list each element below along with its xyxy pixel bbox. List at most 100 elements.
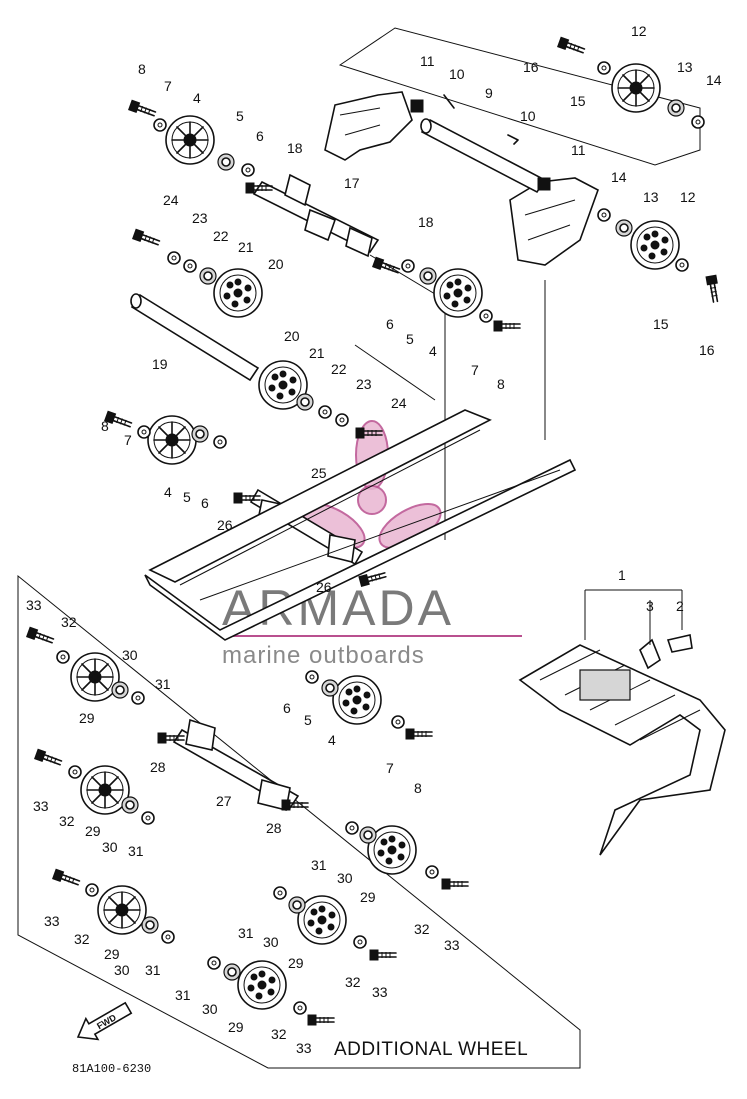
bolt-33-d bbox=[51, 868, 82, 889]
callout: 13 bbox=[643, 189, 659, 205]
callout: 13 bbox=[677, 59, 693, 75]
bearing-13-right bbox=[615, 219, 633, 237]
callout: 25 bbox=[311, 465, 327, 481]
wheel-4-top bbox=[165, 115, 215, 165]
callout: 33 bbox=[444, 937, 460, 953]
washer-7-mid bbox=[479, 309, 493, 323]
forward-arrow-icon: FWD bbox=[76, 1001, 133, 1041]
callout: 28 bbox=[150, 759, 166, 775]
washer-31-e bbox=[273, 886, 287, 900]
bolt-33-c bbox=[441, 878, 469, 890]
callout: 11 bbox=[571, 142, 586, 158]
washer-14-top bbox=[691, 115, 705, 129]
callout: 33 bbox=[26, 597, 42, 613]
clip-2 bbox=[666, 634, 693, 653]
bearing-30-d bbox=[141, 916, 159, 934]
wheel-29-a bbox=[70, 652, 120, 702]
callout: 32 bbox=[345, 974, 361, 990]
wheel-12-top bbox=[611, 63, 661, 113]
callout: 4 bbox=[164, 484, 172, 500]
callout: 29 bbox=[228, 1019, 244, 1035]
bolt-16-right bbox=[705, 274, 722, 304]
bearing-5-lower bbox=[321, 679, 339, 697]
callout: 4 bbox=[328, 732, 336, 748]
rear-axle-shaft bbox=[420, 118, 547, 194]
washer-14-right bbox=[597, 208, 611, 222]
callout: 6 bbox=[386, 316, 394, 332]
callout: 20 bbox=[268, 256, 284, 272]
bolt-16-top bbox=[556, 36, 587, 57]
bolt-33-b bbox=[33, 748, 64, 769]
rear-bracket-left bbox=[324, 91, 413, 161]
wheel-20-top bbox=[213, 268, 263, 318]
callout: 23 bbox=[356, 376, 372, 392]
callout: 19 bbox=[152, 356, 168, 372]
additional-wheel-label: ADDITIONAL WHEEL bbox=[334, 1039, 528, 1060]
pin-10b bbox=[507, 134, 519, 145]
washer-32-d bbox=[85, 883, 99, 897]
washer-6-front bbox=[213, 435, 227, 449]
washer-7-lower bbox=[391, 715, 405, 729]
track-leaders bbox=[584, 589, 683, 645]
watermark-brand: ARMADA bbox=[222, 580, 454, 636]
callout: 30 bbox=[122, 647, 138, 663]
clip-11b bbox=[537, 177, 551, 191]
callout: 23 bbox=[192, 210, 208, 226]
callout: 33 bbox=[44, 913, 60, 929]
callout: 18 bbox=[287, 140, 303, 156]
callout: 8 bbox=[138, 61, 146, 77]
callout: 32 bbox=[61, 614, 77, 630]
callout: 32 bbox=[271, 1026, 287, 1042]
callout: 26 bbox=[316, 579, 332, 595]
clip-3 bbox=[639, 638, 661, 670]
bearing-5-front bbox=[191, 425, 209, 443]
callout: 33 bbox=[372, 984, 388, 1000]
wheel-12-right bbox=[630, 220, 680, 270]
clip-11a bbox=[410, 99, 424, 113]
bolt-33-a bbox=[25, 626, 56, 647]
washer-6-mid bbox=[401, 259, 415, 273]
callout: 10 bbox=[449, 66, 465, 82]
callout-numbers: 8 7 4 5 6 18 11 10 9 10 11 16 15 12 13 1… bbox=[26, 23, 722, 1056]
callout: 32 bbox=[74, 931, 90, 947]
washer-32-b bbox=[68, 765, 82, 779]
callout: 33 bbox=[33, 798, 49, 814]
bolt-8-front bbox=[103, 410, 134, 431]
callout: 24 bbox=[163, 192, 179, 208]
bolt-8-top bbox=[127, 99, 158, 120]
bolt-33-e bbox=[369, 949, 397, 961]
callout: 29 bbox=[288, 955, 304, 971]
callout: 30 bbox=[102, 839, 118, 855]
callout: 31 bbox=[155, 676, 171, 692]
washer-15-right bbox=[675, 258, 689, 272]
callout: 27 bbox=[216, 793, 232, 809]
callout: 3 bbox=[646, 598, 654, 614]
callout: 33 bbox=[296, 1040, 312, 1056]
washer-6-lower bbox=[305, 670, 319, 684]
callout: 5 bbox=[236, 108, 244, 124]
washer-31-d bbox=[161, 930, 175, 944]
bearing-30-c bbox=[359, 826, 377, 844]
bearing-30-e bbox=[288, 896, 306, 914]
additional-wheel-outline bbox=[17, 574, 581, 1069]
callout: 6 bbox=[256, 128, 264, 144]
callout: 8 bbox=[414, 780, 422, 796]
shaft-19 bbox=[130, 293, 260, 382]
callout: 15 bbox=[653, 316, 669, 332]
callout: 14 bbox=[611, 169, 627, 185]
callout: 32 bbox=[414, 921, 430, 937]
callout: 29 bbox=[79, 710, 95, 726]
bearing-21-bottom bbox=[296, 393, 314, 411]
callout: 8 bbox=[101, 418, 109, 434]
bearing-30-f bbox=[223, 963, 241, 981]
callout: 31 bbox=[145, 962, 161, 978]
callout: 7 bbox=[124, 432, 132, 448]
watermark: ARMADA marine outboards bbox=[222, 420, 522, 669]
callout: 16 bbox=[523, 59, 539, 75]
callout: 31 bbox=[238, 925, 254, 941]
callout: 30 bbox=[337, 870, 353, 886]
rear-axle-outline bbox=[338, 27, 701, 166]
callout: 30 bbox=[202, 1001, 218, 1017]
bearing-13-top bbox=[667, 99, 685, 117]
